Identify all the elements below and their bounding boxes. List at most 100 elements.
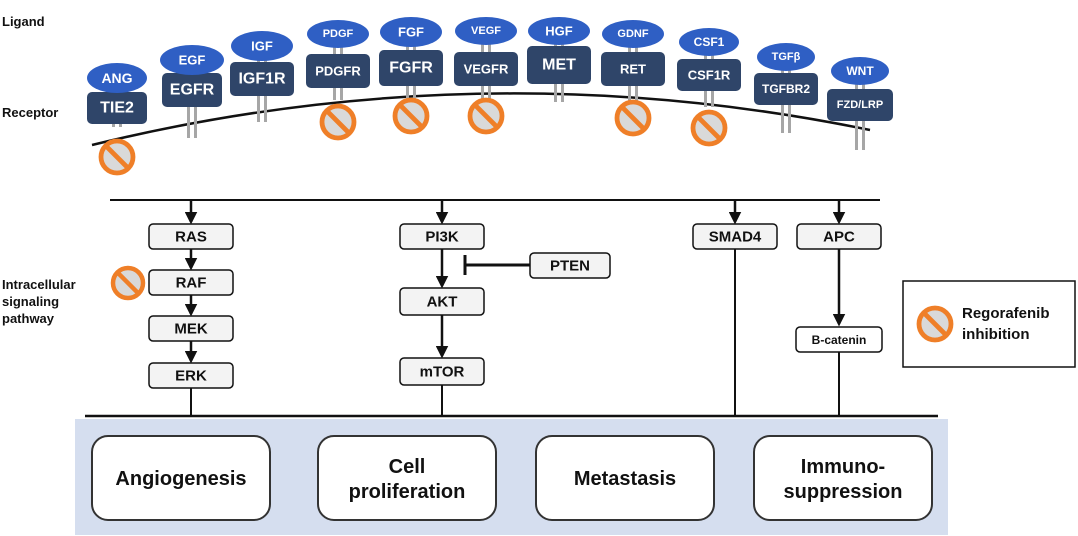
- receptor-label: EGFR: [170, 82, 215, 99]
- smad4-label: SMAD4: [709, 229, 762, 246]
- ligand-ellipse: [307, 20, 369, 48]
- ligand-label: PDGF: [323, 28, 354, 40]
- cell-membrane: [91, 92, 871, 147]
- ligand-ellipse: [528, 17, 590, 45]
- receptor-group-5: VEGFR VEGF: [454, 17, 518, 135]
- receptor-label: TGFBR2: [762, 82, 810, 96]
- bcatenin-label: Β-catenin: [812, 333, 867, 347]
- ligand-ellipse: [831, 57, 889, 85]
- akt-label: AKT: [427, 294, 458, 311]
- mtor-label: mTOR: [420, 364, 465, 381]
- ligand-label: VEGF: [471, 25, 501, 37]
- ligand-label: FGF: [398, 25, 424, 40]
- outcome-frame: [317, 435, 497, 521]
- receptor-label: FZD/LRP: [837, 99, 883, 111]
- receptor-label: TIE2: [100, 100, 134, 117]
- receptor-label: PDGFR: [315, 64, 361, 79]
- ligand-row-label: Ligand: [2, 14, 45, 29]
- ligand-label: HGF: [545, 24, 573, 39]
- outcome-box-3: Immuno-suppression: [753, 435, 933, 521]
- receptor-row-label: Receptor: [2, 105, 58, 120]
- receptor-label: CSF1R: [688, 68, 731, 83]
- receptor-group-6: MET HGF: [527, 17, 591, 102]
- receptor-group-3: PDGFR PDGF: [306, 20, 370, 141]
- outcome-frame: [535, 435, 715, 521]
- outcome-label: Immuno-: [801, 456, 885, 478]
- inhibition-icon: [916, 305, 954, 343]
- receptor-label: FGFR: [389, 60, 433, 77]
- ligand-label: TGFβ: [772, 51, 801, 63]
- ligand-ellipse: [679, 28, 739, 56]
- inhibition-icon: [690, 109, 728, 147]
- receptor-layer: TIE2 ANG EGFR EGF IGF1R IGF PDGFR PDGF FGFR FGF VE…: [87, 17, 893, 176]
- receptor-group-7: RET GDNF: [601, 20, 665, 137]
- mek-label: MEK: [174, 321, 208, 338]
- pathway-row-label-line1: Intracellular: [2, 277, 76, 292]
- ligand-label: EGF: [179, 53, 206, 68]
- ligand-label: IGF: [251, 39, 273, 54]
- receptor-group-9: TGFBR2 TGFβ: [754, 43, 818, 133]
- receptor-label: IGF1R: [238, 71, 286, 88]
- apc-label: APC: [823, 229, 855, 246]
- ras-pathway: RAS RAF MEK ERK: [148, 223, 234, 415]
- outcome-label: suppression: [784, 481, 903, 503]
- receptor-box: [379, 50, 443, 86]
- smad4-pathway: SMAD4: [692, 223, 778, 415]
- receptor-group-4: FGFR FGF: [379, 17, 443, 135]
- receptor-box: [230, 62, 294, 96]
- pi3k-pathway: PI3K AKT mTOR PTEN: [399, 223, 611, 415]
- receptor-box: [827, 89, 893, 121]
- apc-pathway: APC Β-catenin: [795, 223, 883, 415]
- raf-inhibition-icon: [110, 265, 146, 301]
- ligand-ellipse: [455, 17, 517, 45]
- receptor-box: [754, 73, 818, 105]
- receptor-label: VEGFR: [464, 62, 509, 77]
- pi3k-label: PI3K: [425, 229, 459, 246]
- inhibition-icon: [392, 97, 430, 135]
- outcome-frame: [91, 435, 271, 521]
- outcome-box-1: Cell proliferation: [317, 435, 497, 521]
- receptor-label: RET: [620, 62, 646, 77]
- legend-inhibition-icon: [916, 305, 954, 343]
- receptor-group-1: EGFR EGF: [160, 45, 224, 138]
- ligand-label: WNT: [846, 64, 874, 78]
- outcome-label: Metastasis: [574, 468, 676, 490]
- receptor-box: [306, 54, 370, 88]
- ligand-label: GDNF: [617, 28, 648, 40]
- pten-label: PTEN: [550, 258, 590, 275]
- receptor-group-0: TIE2 ANG: [87, 63, 147, 176]
- receptor-box: [527, 46, 591, 84]
- ras-label: RAS: [175, 229, 207, 246]
- receptor-box: [677, 59, 741, 91]
- outcome-frame: [753, 435, 933, 521]
- ligand-ellipse: [160, 45, 224, 75]
- receptor-label: MET: [542, 57, 576, 74]
- legend-label-line1: Regorafenib: [962, 305, 1050, 322]
- ligand-label: ANG: [101, 70, 132, 86]
- ligand-ellipse: [757, 43, 815, 71]
- receptor-box: [454, 52, 518, 86]
- pathway-row-label-line2: signaling: [2, 294, 59, 309]
- inhibition-icon: [98, 138, 136, 176]
- outcome-box-0: Angiogenesis: [91, 435, 271, 521]
- raf-inhibition-slot: [110, 265, 146, 301]
- inhibition-icon: [319, 103, 357, 141]
- legend: Regorafenib inhibition: [902, 280, 1076, 368]
- ligand-label: CSF1: [694, 35, 725, 49]
- outcome-label: Cell: [389, 456, 426, 478]
- receptor-box: [162, 73, 222, 107]
- legend-label-line2: inhibition: [962, 326, 1029, 343]
- inhibition-icon: [614, 99, 652, 137]
- ligand-ellipse: [87, 63, 147, 93]
- inhibition-icon: [467, 97, 505, 135]
- outcome-label: proliferation: [349, 481, 466, 503]
- receptor-group-8: CSF1R CSF1: [677, 28, 741, 147]
- receptor-box: [601, 52, 665, 86]
- pathway-row-label-line3: pathway: [2, 311, 55, 326]
- outcome-layer: Angiogenesis Cell proliferation Metastasis I…: [91, 435, 933, 521]
- ligand-ellipse: [602, 20, 664, 48]
- ligand-ellipse: [380, 17, 442, 47]
- raf-label: RAF: [176, 275, 207, 292]
- outcome-box-2: Metastasis: [535, 435, 715, 521]
